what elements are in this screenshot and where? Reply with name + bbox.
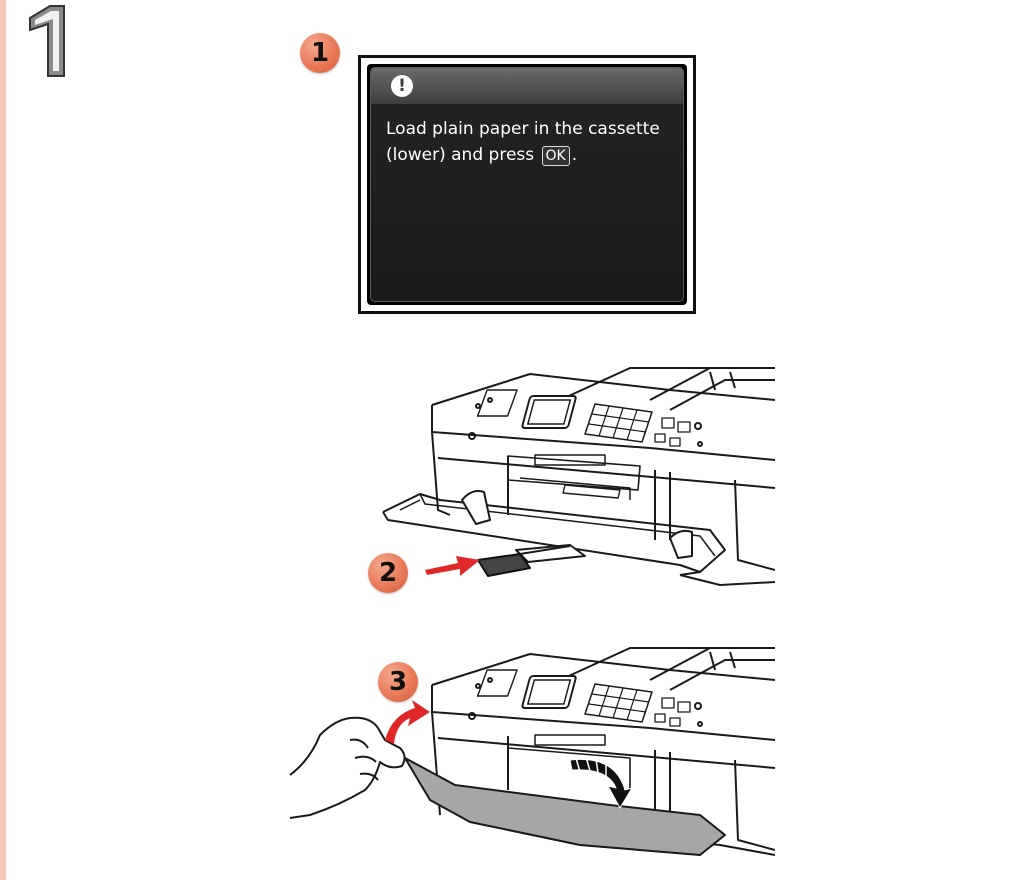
- printer-drawing-close-cover: [280, 640, 775, 880]
- printer-illustration-step-3: [280, 640, 775, 880]
- lcd-message: Load plain paper in the cassette (lower)…: [386, 116, 673, 168]
- printer-lcd-screen: ! Load plain paper in the cassette (lowe…: [358, 55, 696, 314]
- lcd-message-period: .: [572, 145, 577, 165]
- printer-illustration-step-2: [380, 360, 775, 600]
- callout-badge-2: 2: [368, 553, 408, 593]
- lcd-display: ! Load plain paper in the cassette (lowe…: [367, 64, 687, 305]
- callout-badge-1: 1: [300, 33, 340, 73]
- callout-badge-3: 3: [378, 662, 418, 702]
- lcd-message-line-1: Load plain paper in the cassette: [386, 119, 660, 139]
- exclamation-icon: !: [391, 75, 413, 97]
- lcd-dialog: ! Load plain paper in the cassette (lowe…: [370, 67, 684, 302]
- ok-key-label: OK: [542, 146, 570, 166]
- page-side-bar: [0, 0, 6, 880]
- lcd-title-bar: !: [371, 68, 683, 104]
- step-number-1: [22, 4, 72, 78]
- lcd-message-line-2: (lower) and press: [386, 145, 540, 165]
- printer-drawing-open-cassette: [380, 360, 775, 600]
